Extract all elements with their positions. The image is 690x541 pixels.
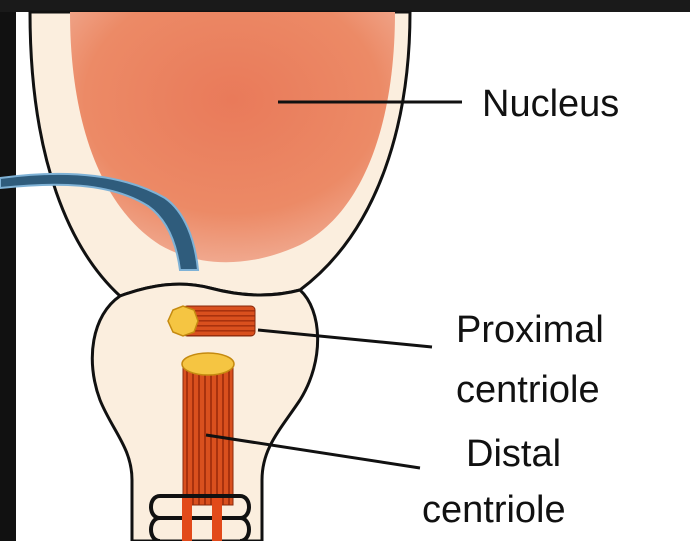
label-nucleus: Nucleus bbox=[482, 82, 619, 126]
left-dark-strip bbox=[0, 0, 16, 541]
label-distal-line2: centriole bbox=[422, 488, 566, 532]
label-proximal-line1: Proximal bbox=[456, 308, 604, 352]
label-proximal-line2: centriole bbox=[456, 368, 600, 412]
top-dark-strip bbox=[0, 0, 690, 12]
proximal-centriole bbox=[168, 306, 255, 336]
label-distal-line1: Distal bbox=[466, 432, 561, 476]
distal-centriole bbox=[182, 353, 234, 505]
